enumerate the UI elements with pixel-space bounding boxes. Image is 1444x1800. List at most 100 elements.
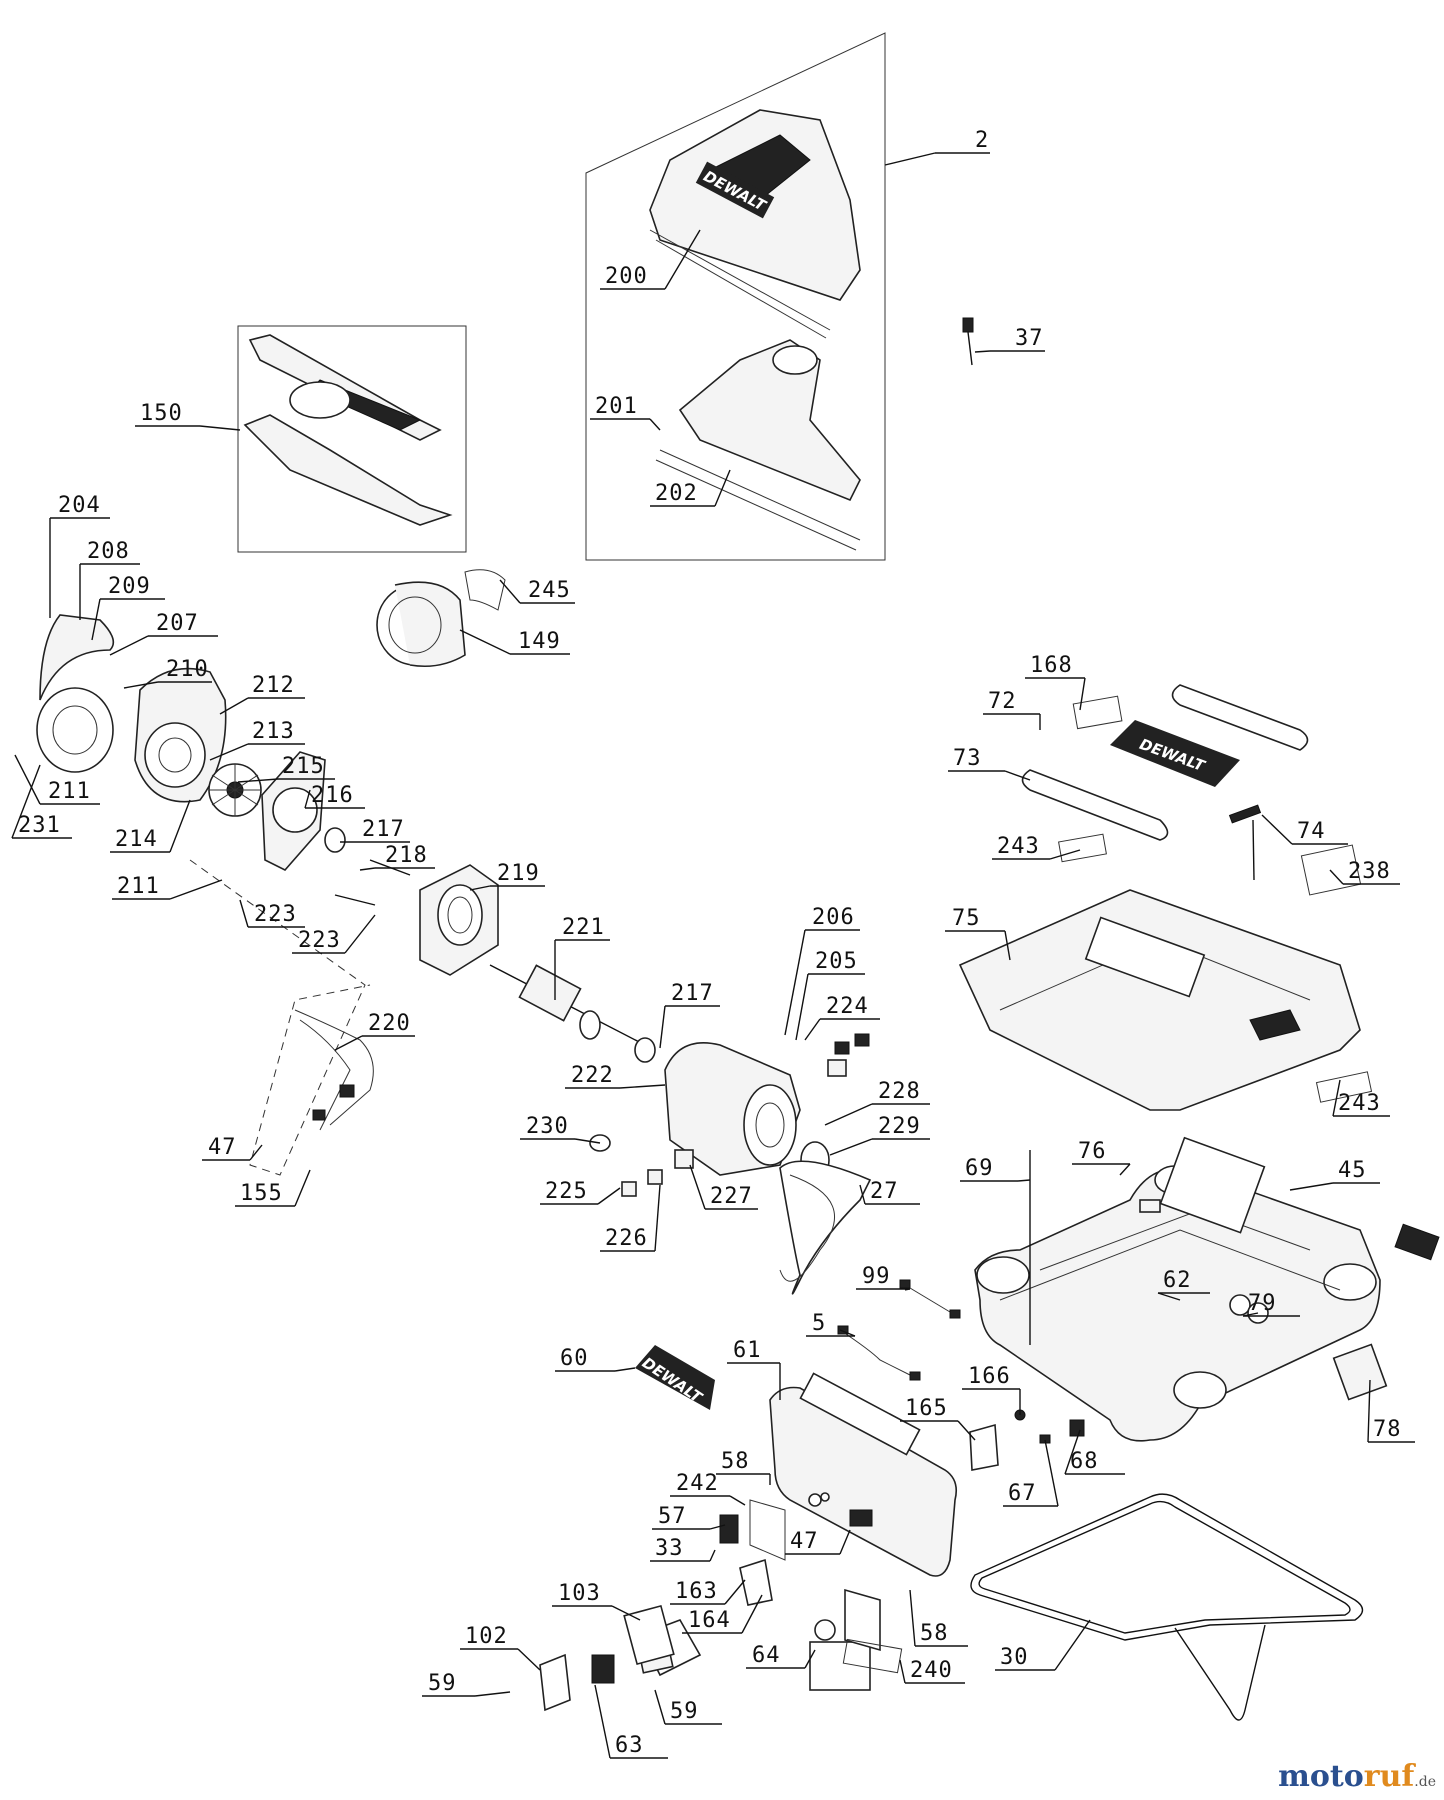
part-number-label: 103 (558, 1581, 601, 1606)
part-number-label: 60 (560, 1346, 589, 1371)
part-number-label: 5 (812, 1311, 826, 1336)
callout-leader (899, 1659, 906, 1684)
callout-leader (909, 1589, 916, 1647)
callout-leader (1157, 1292, 1181, 1301)
callout-leader (1289, 1182, 1334, 1191)
blower-housing-group (36, 614, 870, 1197)
part-number-label: 102 (465, 1624, 508, 1649)
callout-leader (1064, 1429, 1081, 1475)
part-number-label: 67 (1008, 1481, 1037, 1506)
part-number-label: 79 (1248, 1291, 1277, 1316)
part-number-label: 68 (1070, 1449, 1099, 1474)
part-number-label: 149 (518, 629, 561, 654)
callout-leader (11, 764, 41, 839)
part-number-label: 165 (905, 1396, 948, 1421)
part-number-label: 231 (18, 813, 61, 838)
callout-leader (974, 350, 991, 353)
callout-leader (123, 681, 159, 689)
top-plate-left (1021, 769, 1169, 841)
callout-leader (614, 1367, 636, 1372)
part-number-label: 216 (311, 783, 354, 808)
part-number-label: 225 (545, 1179, 588, 1204)
drive-belt-part (779, 1160, 872, 1295)
part-number-label: 210 (166, 657, 209, 682)
callout-leader (474, 1691, 511, 1697)
callout-leader (654, 1689, 666, 1725)
callout-leader (359, 867, 376, 871)
callout-leader (1119, 1163, 1131, 1176)
part-number-label: 217 (671, 981, 714, 1006)
callout-leader (1049, 849, 1081, 860)
top-plate-right (1171, 684, 1309, 751)
part-number-label: 214 (115, 827, 158, 852)
part-number-label: 211 (117, 874, 160, 899)
wiring-group (189, 859, 374, 1176)
motor-housing-part (664, 1041, 801, 1176)
base-logo-plate: DEWALT (1110, 720, 1240, 787)
callout-leader (659, 1005, 666, 1049)
callout-leader (574, 1138, 601, 1144)
callout-leader (804, 1018, 821, 1041)
part-number-label: 57 (658, 1504, 687, 1529)
callout-leader (839, 1329, 856, 1337)
callout-leader (199, 425, 241, 431)
part-number-label: 224 (826, 994, 869, 1019)
part-number-label: 63 (615, 1733, 644, 1758)
part-number-label: 62 (1163, 1268, 1192, 1293)
callout-leader (741, 1594, 763, 1634)
callout-leader (1044, 1439, 1059, 1507)
part-number-label: 243 (1338, 1091, 1381, 1116)
part-number-label: 74 (1297, 819, 1326, 844)
part-number-label: 59 (428, 1671, 457, 1696)
part-number-label: 238 (1348, 859, 1391, 884)
callout-leader (304, 789, 311, 809)
callout-leader (294, 1169, 311, 1207)
callout-leader (594, 1684, 611, 1759)
callout-leader (109, 635, 149, 656)
callout-leader (469, 885, 491, 891)
callout-leader (1054, 1619, 1091, 1671)
part-number-label: 45 (1338, 1158, 1367, 1183)
callout-leader (795, 973, 809, 1041)
part-number-label: 200 (605, 264, 648, 289)
part-number-label: 205 (815, 949, 858, 974)
callout-leader (689, 1164, 706, 1210)
callout-leader (334, 1035, 363, 1051)
part-number-label: 217 (362, 817, 405, 842)
part-number-label: 227 (710, 1184, 753, 1209)
part-number-label: 240 (910, 1658, 953, 1683)
base-top-part: DEWALT (958, 684, 1373, 1111)
part-number-label: 230 (526, 1114, 569, 1139)
callout-leader (1242, 1312, 1259, 1317)
part-number-label: 226 (605, 1226, 648, 1251)
callout-leader (169, 879, 223, 900)
part-number-label: 223 (298, 928, 341, 953)
front-panel-part (769, 1372, 958, 1577)
callout-leader (91, 598, 101, 641)
callout-leader (839, 1529, 851, 1555)
callout-leader (1332, 1079, 1341, 1117)
part-number-label: 78 (1373, 1417, 1402, 1442)
part-number-label: 61 (733, 1338, 762, 1363)
part-number-label: 221 (562, 915, 605, 940)
callout-leader (14, 754, 41, 805)
front-logo-plate: DEWALT (635, 1345, 715, 1410)
callout-leader (1079, 677, 1086, 711)
part-number-label: 228 (878, 1079, 921, 1104)
callout-leader (459, 629, 511, 655)
part-number-label: 213 (252, 719, 295, 744)
callout-leader (619, 1084, 666, 1089)
site-watermark: motoruf.de (1278, 1759, 1436, 1794)
part-number-label: 37 (1015, 326, 1044, 351)
callout-leader (237, 778, 279, 783)
fan-part (208, 763, 262, 817)
part-number-label: 207 (156, 611, 199, 636)
callout-leader (709, 1549, 716, 1562)
callout-leader (884, 152, 936, 166)
callout-leader (597, 1187, 621, 1205)
part-number-label: 75 (952, 906, 981, 931)
part-number-label: 204 (58, 493, 101, 518)
part-number-label: 215 (282, 754, 325, 779)
main-belt-part (970, 1493, 1364, 1721)
